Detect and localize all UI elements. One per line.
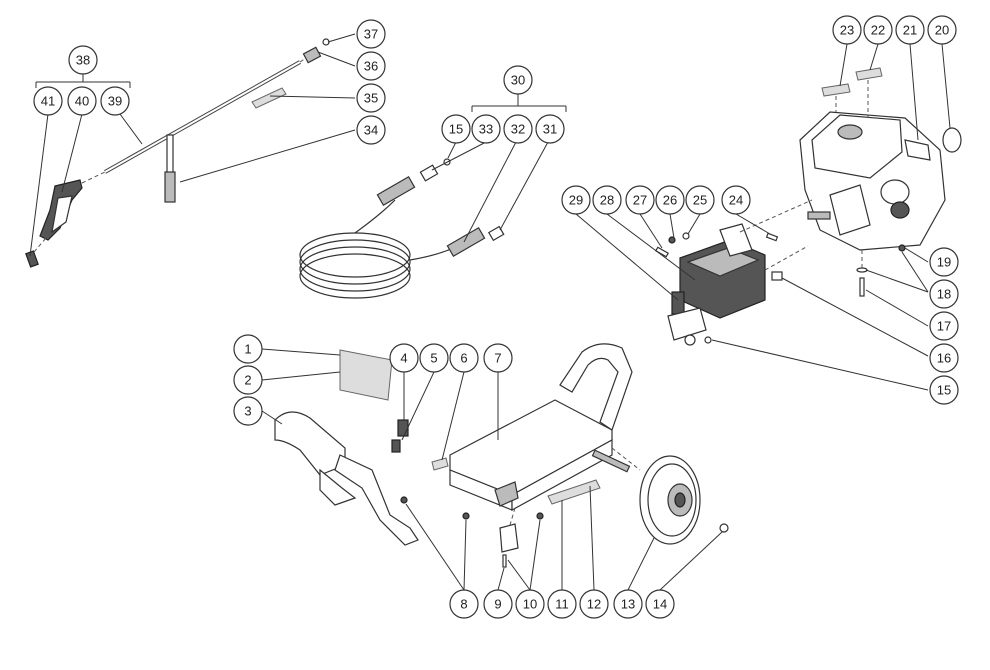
callout-16: 16 bbox=[929, 343, 959, 373]
callout-17: 17 bbox=[929, 311, 959, 341]
callout-31: 31 bbox=[535, 114, 565, 144]
callout-35: 35 bbox=[356, 83, 386, 113]
pump-assembly bbox=[654, 199, 813, 346]
svg-text:17: 17 bbox=[937, 319, 951, 334]
svg-text:41: 41 bbox=[41, 94, 55, 109]
svg-text:24: 24 bbox=[729, 193, 743, 208]
callout-4: 4 bbox=[389, 343, 419, 373]
svg-text:31: 31 bbox=[543, 122, 557, 137]
callout-29: 29 bbox=[561, 185, 591, 215]
svg-text:5: 5 bbox=[430, 351, 437, 366]
frame-assembly bbox=[274, 343, 729, 568]
svg-text:32: 32 bbox=[511, 122, 525, 137]
callout-28: 28 bbox=[592, 185, 622, 215]
svg-text:14: 14 bbox=[653, 597, 667, 612]
callout-11: 11 bbox=[547, 589, 577, 619]
callout-21: 21 bbox=[895, 15, 925, 45]
svg-text:10: 10 bbox=[523, 597, 537, 612]
callout-14: 14 bbox=[645, 589, 675, 619]
svg-text:3: 3 bbox=[244, 404, 251, 419]
callout-23: 23 bbox=[832, 15, 862, 45]
callout-27: 27 bbox=[625, 185, 655, 215]
callout-10: 10 bbox=[515, 589, 545, 619]
svg-text:6: 6 bbox=[460, 351, 467, 366]
hose-assembly bbox=[299, 158, 505, 299]
callout-26: 26 bbox=[655, 185, 685, 215]
svg-text:39: 39 bbox=[108, 94, 122, 109]
callout-30: 30 bbox=[503, 65, 533, 95]
leader-lines bbox=[29, 33, 951, 591]
svg-text:8: 8 bbox=[460, 597, 467, 612]
callout-40: 40 bbox=[67, 86, 97, 116]
svg-text:19: 19 bbox=[937, 255, 951, 270]
callout-1: 1 bbox=[233, 334, 263, 364]
svg-text:2: 2 bbox=[244, 373, 251, 388]
callout-7: 7 bbox=[483, 343, 513, 373]
callout-3: 3 bbox=[233, 396, 263, 426]
svg-text:18: 18 bbox=[937, 287, 951, 302]
svg-text:11: 11 bbox=[555, 597, 569, 612]
callout-33: 33 bbox=[471, 114, 501, 144]
callout-36: 36 bbox=[356, 51, 386, 81]
callout-25: 25 bbox=[685, 185, 715, 215]
callout-8: 8 bbox=[449, 589, 479, 619]
callout-34: 34 bbox=[356, 115, 386, 145]
callout-15-top: 15 bbox=[441, 114, 471, 144]
callout-13: 13 bbox=[613, 589, 643, 619]
callout-18: 18 bbox=[929, 279, 959, 309]
svg-text:35: 35 bbox=[364, 91, 378, 106]
callout-22: 22 bbox=[863, 15, 893, 45]
svg-text:25: 25 bbox=[693, 193, 707, 208]
engine-assembly bbox=[799, 67, 962, 297]
svg-text:30: 30 bbox=[511, 73, 525, 88]
svg-text:28: 28 bbox=[600, 193, 614, 208]
svg-text:29: 29 bbox=[569, 193, 583, 208]
svg-text:15: 15 bbox=[937, 383, 951, 398]
callout-32: 32 bbox=[503, 114, 533, 144]
callout-20: 20 bbox=[927, 15, 957, 45]
callout-19: 19 bbox=[929, 247, 959, 277]
svg-text:21: 21 bbox=[903, 23, 917, 38]
callout-41: 41 bbox=[33, 86, 63, 116]
callout-15-right: 15 bbox=[929, 375, 959, 405]
callout-12: 12 bbox=[579, 589, 609, 619]
svg-text:38: 38 bbox=[76, 53, 90, 68]
svg-text:23: 23 bbox=[840, 23, 854, 38]
svg-text:4: 4 bbox=[400, 351, 407, 366]
svg-text:12: 12 bbox=[587, 597, 601, 612]
spray-wand-assembly bbox=[25, 38, 330, 268]
svg-text:7: 7 bbox=[494, 351, 501, 366]
svg-text:1: 1 bbox=[244, 342, 251, 357]
svg-text:20: 20 bbox=[935, 23, 949, 38]
svg-text:15: 15 bbox=[449, 122, 463, 137]
callout-9: 9 bbox=[483, 589, 513, 619]
callout-37: 37 bbox=[356, 19, 386, 49]
svg-text:9: 9 bbox=[494, 597, 501, 612]
svg-text:27: 27 bbox=[633, 193, 647, 208]
callout-24: 24 bbox=[721, 185, 751, 215]
svg-text:40: 40 bbox=[75, 94, 89, 109]
svg-text:26: 26 bbox=[663, 193, 677, 208]
svg-text:34: 34 bbox=[364, 123, 378, 138]
callout-38: 38 bbox=[68, 45, 98, 75]
svg-text:13: 13 bbox=[621, 597, 635, 612]
callout-5: 5 bbox=[419, 343, 449, 373]
callout-39: 39 bbox=[100, 86, 130, 116]
callout-6: 6 bbox=[449, 343, 479, 373]
callout-2: 2 bbox=[233, 365, 263, 395]
svg-text:22: 22 bbox=[871, 23, 885, 38]
svg-text:16: 16 bbox=[937, 351, 951, 366]
svg-text:37: 37 bbox=[364, 27, 378, 42]
svg-text:33: 33 bbox=[479, 122, 493, 137]
svg-text:36: 36 bbox=[364, 59, 378, 74]
